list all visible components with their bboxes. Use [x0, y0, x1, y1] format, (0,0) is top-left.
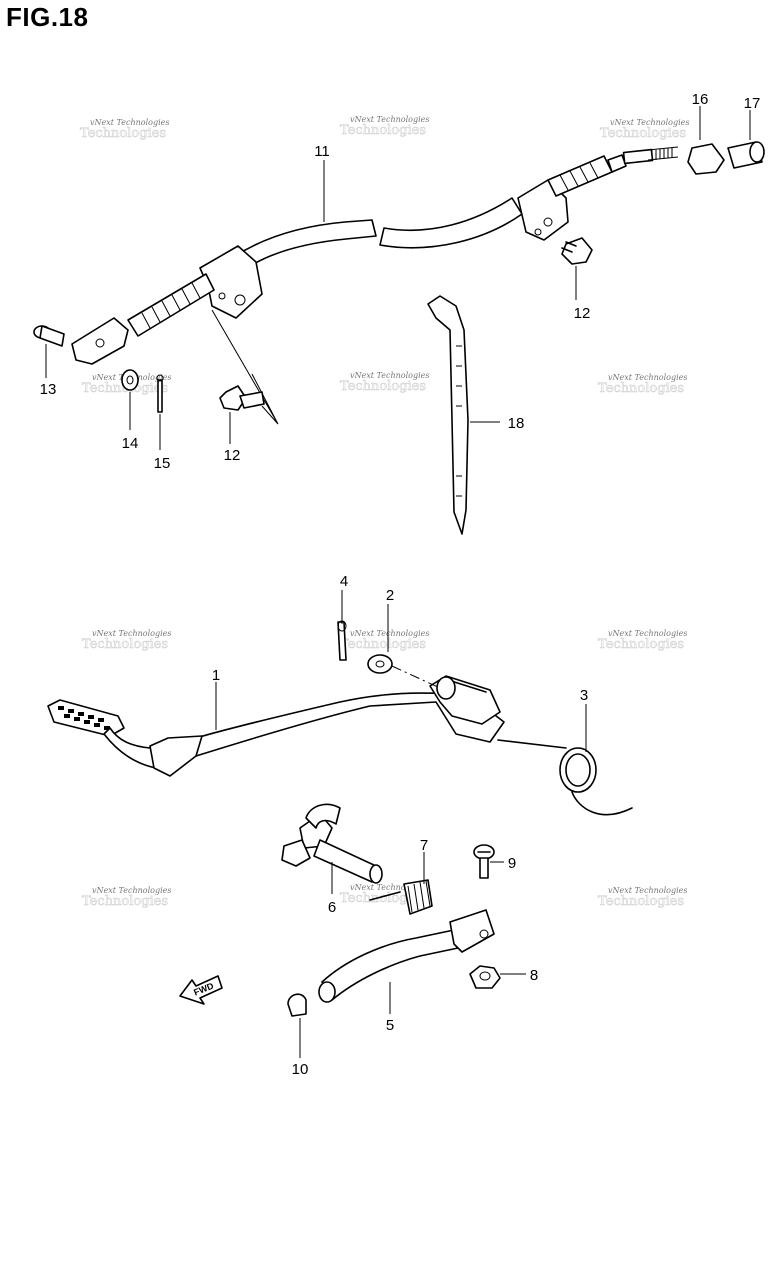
callout-18: 18	[508, 415, 525, 432]
watermark-outline: Technologies	[82, 894, 168, 909]
cotter-pin-part-4	[337, 620, 347, 661]
washer-part-2	[367, 654, 393, 674]
watermark-text: vNext Technologies	[608, 629, 687, 638]
watermark: Technologies vNext Technologies	[598, 373, 688, 396]
watermark: Technologies vNext Technologies	[340, 629, 430, 652]
bolt-part-12-upper	[561, 237, 593, 265]
brake-cable-part-11	[71, 146, 679, 425]
cotter-pin-part-15	[156, 374, 164, 413]
callout-1: 1	[212, 667, 220, 684]
watermark-text: vNext Technologies	[350, 883, 429, 892]
callout-7: 7	[420, 837, 428, 854]
watermark-text: vNext Technologies	[92, 629, 171, 638]
watermark-text: vNext Technologies	[608, 886, 687, 895]
watermark-text: vNext Technologies	[610, 118, 689, 127]
watermark: Technologies vNext Technologies	[82, 886, 172, 909]
watermark-outline: Technologies	[82, 637, 168, 652]
callout-12-lower: 12	[224, 447, 241, 464]
watermark-text: vNext Technologies	[350, 371, 429, 380]
watermark-text: vNext Technologies	[92, 886, 171, 895]
lever-part-5	[318, 909, 495, 1003]
callout-8: 8	[530, 967, 538, 984]
callout-11: 11	[314, 143, 330, 160]
watermark-outline: Technologies	[340, 379, 426, 394]
watermark-outline: Technologies	[340, 637, 426, 652]
callout-16: 16	[692, 91, 709, 108]
spring-part-7	[369, 879, 433, 915]
callout-5: 5	[386, 1017, 394, 1034]
watermark-outline: Technologies	[600, 126, 686, 141]
watermark: Technologies vNext Technologies	[80, 118, 170, 141]
brake-pedal-part-1	[47, 665, 505, 777]
callout-15: 15	[154, 455, 171, 472]
watermark: Technologies vNext Technologies	[598, 629, 688, 652]
figure-title: FIG.18	[6, 2, 89, 32]
part-16	[687, 143, 725, 175]
watermark-text: vNext Technologies	[90, 118, 169, 127]
callout-12-upper: 12	[574, 305, 591, 322]
watermark: Technologies vNext Technologies	[598, 886, 688, 909]
washer-part-14	[121, 369, 139, 391]
watermark-group: Technologies vNext Technologies Technolo…	[80, 115, 690, 909]
watermark-outline: Technologies	[340, 123, 426, 138]
pin-part-13	[33, 325, 65, 347]
watermark: Technologies vNext Technologies	[340, 371, 430, 394]
shaft-part-6	[281, 803, 383, 884]
callout-6: 6	[328, 899, 336, 916]
watermark: Technologies vNext Technologies	[600, 118, 690, 141]
callout-9: 9	[508, 855, 516, 872]
callout-2: 2	[386, 587, 394, 604]
callout-10: 10	[292, 1061, 309, 1078]
callout-4: 4	[340, 573, 348, 590]
pedal-grip-pattern	[58, 706, 110, 730]
cable-tie-part-18	[427, 295, 469, 535]
callout-labels: 1 2 3 4 5 6 7 8 9 10 11 12 12 13 14 15 1…	[40, 91, 761, 1078]
cap-part-10	[287, 993, 307, 1017]
watermark: Technologies vNext Technologies	[82, 629, 172, 652]
watermark-outline: Technologies	[598, 381, 684, 396]
callout-14: 14	[122, 435, 139, 452]
watermark-outline: Technologies	[340, 891, 426, 906]
callout-3: 3	[580, 687, 588, 704]
watermark: Technologies vNext Technologies	[340, 115, 430, 138]
callout-17: 17	[744, 95, 761, 112]
leader-lines	[45, 106, 751, 1058]
callout-13: 13	[40, 381, 57, 398]
bolt-part-12-lower	[219, 385, 265, 411]
nut-part-8	[469, 965, 501, 989]
watermark-outline: Technologies	[598, 637, 684, 652]
watermark-outline: Technologies	[80, 126, 166, 141]
watermark-text: vNext Technologies	[350, 629, 429, 638]
return-spring-part-3	[497, 739, 633, 816]
watermark: Technologies vNext Technologies	[340, 883, 430, 906]
fwd-arrow-icon: FWD	[179, 975, 223, 1005]
part-17	[727, 141, 765, 169]
watermark-outline: Technologies	[598, 894, 684, 909]
watermark-text: vNext Technologies	[608, 373, 687, 382]
watermark-text: vNext Technologies	[350, 115, 429, 124]
screw-part-9	[473, 844, 495, 879]
